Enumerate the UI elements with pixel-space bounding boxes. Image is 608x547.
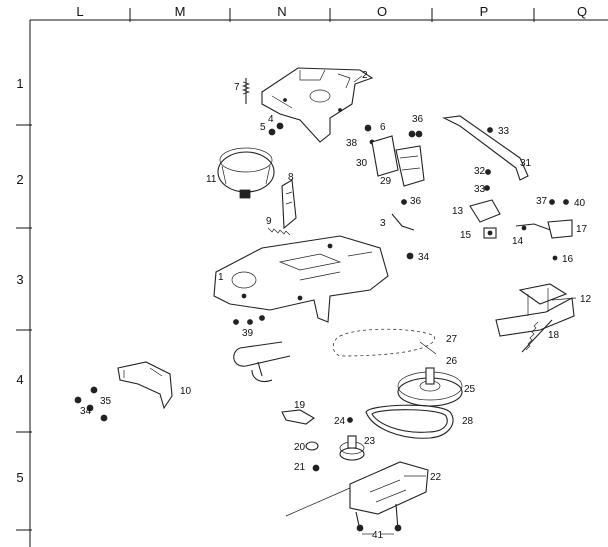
part-18-spring [521,319,553,353]
part-13-15-switch [469,199,501,239]
column-label-o: O [377,4,387,19]
part-28-belt [365,404,454,439]
label-part-38: 38 [346,138,358,149]
label-part-25: 25 [464,384,476,395]
row-label-4: 4 [16,372,23,387]
label-part-15: 15 [460,230,472,241]
label-part-5: 5 [260,122,266,133]
part-31-lever [442,115,529,181]
label-part-3: 3 [380,218,386,229]
label-part-1: 1 [218,272,224,283]
label-part-36a: 36 [412,114,424,125]
label-part-36b: 36 [410,196,422,207]
part-10-bracket [117,361,173,410]
part-25-flywheel [397,367,463,407]
part-2-top-chassis [261,67,374,143]
part-8-bracket [281,179,297,230]
column-label-n: N [277,4,286,19]
label-part-14: 14 [512,236,524,247]
label-part-24: 24 [334,416,346,427]
part-20-gear [305,441,319,451]
label-part-2: 2 [362,70,368,81]
label-part-40: 40 [574,198,586,209]
label-part-18: 18 [548,330,560,341]
label-part-16: 16 [562,254,574,265]
grid-frame [16,8,608,547]
label-part-39: 39 [242,328,254,339]
label-part-7: 7 [234,82,240,93]
part-23-pulley [339,435,365,461]
part-22-base-plate [285,461,429,531]
label-part-33b: 33 [474,184,486,195]
label-part-31: 31 [520,158,532,169]
label-part-4: 4 [268,114,274,125]
label-part-12: 12 [580,294,592,305]
label-part-28: 28 [462,416,474,427]
part-number-labels: 2 7 4 5 6 36 33 38 30 31 32 11 8 29 33 3… [80,70,592,541]
label-part-41: 41 [372,530,384,541]
row-label-1: 1 [16,76,23,91]
label-part-26: 26 [446,356,458,367]
label-part-37: 37 [536,196,548,207]
label-part-20: 20 [294,442,306,453]
wire-clip [233,341,291,383]
part-19-lever [281,409,315,425]
label-part-34a: 34 [418,252,430,263]
label-part-32: 32 [474,166,486,177]
label-part-35: 35 [100,396,112,407]
label-part-30: 30 [356,158,368,169]
row-label-2: 2 [16,172,23,187]
small-hardware [74,122,569,532]
label-part-29: 29 [380,176,392,187]
label-part-34b: 34 [80,406,92,417]
label-part-10: 10 [180,386,192,397]
column-label-l: L [76,4,83,19]
column-label-p: P [480,4,489,19]
part-7-spring-screw [241,78,251,104]
label-part-11: 11 [206,174,217,185]
label-part-8: 8 [288,172,294,183]
leader-lines [353,75,577,535]
label-part-9: 9 [266,216,272,227]
row-label-5: 5 [16,470,23,485]
part-11-motor [217,147,275,199]
label-part-23: 23 [364,436,376,447]
label-part-33a: 33 [498,126,510,137]
part-30-29-bracket-assembly [371,135,425,187]
column-label-q: Q [577,4,587,19]
part-9-spring [267,227,291,236]
label-part-27: 27 [446,334,458,345]
label-part-21: 21 [294,462,306,473]
label-part-13: 13 [452,206,464,217]
part-27-pulley-belt [332,328,437,357]
row-label-3: 3 [16,272,23,287]
part-1-main-chassis [213,235,389,323]
part-14-17-lever [515,219,573,239]
part-3-clip [391,213,415,231]
label-part-22: 22 [430,472,442,483]
column-label-m: M [175,4,186,19]
label-part-6: 6 [380,122,386,133]
label-part-19: 19 [294,400,306,411]
part-12-bracket [495,283,575,337]
label-part-17: 17 [576,224,588,235]
